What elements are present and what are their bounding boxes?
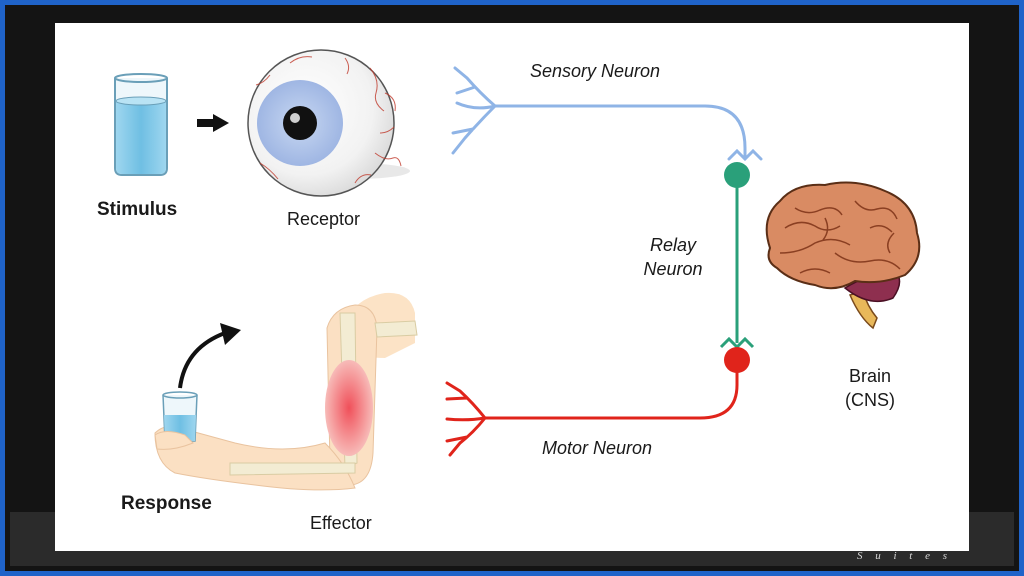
relay-neuron (719, 162, 755, 350)
curved-arrow-icon (178, 323, 241, 389)
stimulus-label: Stimulus (97, 199, 178, 220)
reflex-arc-diagram (114, 49, 921, 491)
relay-neuron-label-line2: Neuron (643, 259, 703, 279)
receptor-label: Receptor (287, 209, 361, 229)
relay-neuron-label-line1: Relay (649, 235, 697, 255)
brain-icon (765, 181, 921, 330)
effector-label: Effector (310, 513, 372, 533)
brain-label-line2: (CNS) (845, 390, 895, 410)
sensory-neuron (451, 66, 763, 162)
beaker-icon (114, 73, 168, 176)
relay-neuron-label: Relay Neuron (635, 233, 711, 281)
sensory-neuron-label: Sensory Neuron (530, 61, 661, 81)
motor-neuron-label: Motor Neuron (542, 438, 653, 458)
arm-icon (154, 292, 418, 491)
brain-label: Brain (CNS) (830, 364, 910, 412)
slide-canvas: Stimulus Receptor Sensory Neuron Relay N… (55, 23, 969, 551)
arrow-right-icon (197, 114, 229, 132)
response-label: Response (121, 493, 212, 514)
motor-neuron (445, 347, 750, 457)
eyeball-icon (247, 49, 410, 197)
brain-label-line1: Brain (848, 366, 892, 386)
footer-brand: S u i t e s (856, 550, 952, 562)
